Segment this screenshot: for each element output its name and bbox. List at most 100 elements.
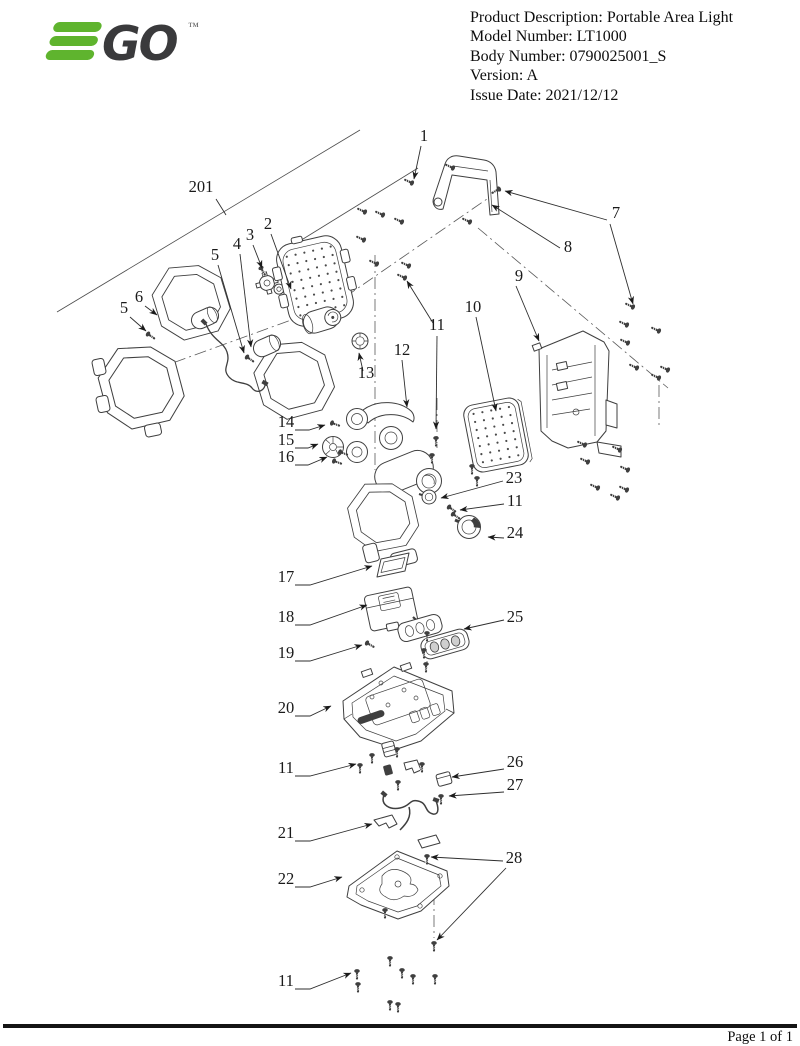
screw bbox=[373, 208, 387, 219]
pivot-assembly bbox=[346, 441, 442, 495]
callout-21: 21 bbox=[278, 823, 295, 842]
callout-leader-11 bbox=[459, 503, 505, 513]
led-panel-back bbox=[463, 397, 533, 473]
logo-e-bars bbox=[45, 22, 102, 60]
screw bbox=[363, 639, 377, 650]
callout-leader-2 bbox=[270, 233, 292, 290]
callout-10: 10 bbox=[465, 297, 482, 316]
screw bbox=[578, 455, 592, 466]
version-line: Version: A bbox=[470, 67, 538, 85]
callout-leader-11 bbox=[295, 972, 352, 990]
callout-leader-5 bbox=[129, 316, 147, 332]
callout-8: 8 bbox=[564, 237, 572, 256]
screw bbox=[144, 330, 157, 342]
callout-leader-20 bbox=[295, 705, 332, 717]
callout-leader-23 bbox=[440, 480, 504, 500]
screw bbox=[649, 324, 663, 335]
screw bbox=[394, 1001, 402, 1013]
callout-leader-19 bbox=[295, 644, 363, 662]
pivot-barrel-top bbox=[302, 306, 342, 335]
callout-9: 9 bbox=[515, 266, 523, 285]
screw bbox=[392, 215, 406, 226]
callout-leader-6 bbox=[144, 305, 158, 316]
callout-leader-11 bbox=[295, 762, 357, 777]
screw bbox=[649, 371, 663, 382]
callout-26: 26 bbox=[507, 752, 524, 771]
screw bbox=[432, 435, 440, 447]
callout-leader-9 bbox=[515, 285, 540, 342]
screw bbox=[588, 481, 602, 492]
callout-25: 25 bbox=[507, 607, 524, 626]
callout-leader-13 bbox=[357, 352, 364, 372]
screw bbox=[617, 483, 631, 494]
callout-leader-15 bbox=[295, 443, 319, 450]
callout-leader-10 bbox=[475, 316, 498, 412]
callout-27: 27 bbox=[507, 775, 524, 794]
callout-leader-7 bbox=[504, 190, 608, 221]
callout-leader-5 bbox=[217, 264, 245, 354]
logo-go-text: GO bbox=[102, 17, 178, 66]
screw bbox=[422, 661, 430, 673]
callout-leader-7 bbox=[609, 223, 634, 305]
adjust-knob bbox=[454, 515, 481, 539]
callout-19: 19 bbox=[278, 643, 295, 662]
screw bbox=[460, 215, 474, 226]
bottom-plate bbox=[346, 834, 450, 920]
screw bbox=[356, 762, 364, 774]
callout-leader-201 bbox=[215, 198, 227, 216]
product-description-line: Product Description: Portable Area Light bbox=[470, 9, 734, 26]
callout-5: 5 bbox=[120, 298, 128, 317]
carry-handle bbox=[432, 155, 500, 216]
callout-11: 11 bbox=[507, 491, 523, 510]
callout-leader-28 bbox=[436, 867, 507, 941]
screw bbox=[243, 353, 256, 365]
construction-lines bbox=[56, 129, 669, 938]
callout-leader-1 bbox=[412, 145, 422, 180]
round-cap bbox=[351, 332, 369, 350]
callout-17: 17 bbox=[278, 567, 295, 586]
callout-leader-16 bbox=[295, 456, 328, 466]
callout-leader-3 bbox=[252, 244, 263, 269]
callout-4: 4 bbox=[233, 234, 241, 253]
callout-leader-11 bbox=[406, 280, 434, 324]
screw bbox=[468, 463, 476, 475]
product-info-block: Product Description: Portable Area Light… bbox=[470, 8, 796, 105]
issue-date-line: Issue Date: 2021/12/12 bbox=[470, 86, 619, 104]
model-number-line: Model Number: LT1000 bbox=[470, 28, 627, 46]
screw bbox=[386, 999, 394, 1011]
screw bbox=[354, 233, 368, 244]
callout-13: 13 bbox=[358, 363, 375, 382]
base-housing bbox=[342, 662, 455, 750]
yoke-bracket bbox=[346, 402, 415, 450]
button-strip-inner bbox=[397, 613, 443, 643]
callout-20: 20 bbox=[278, 698, 295, 717]
bezel-frame-upper-left bbox=[146, 256, 236, 346]
callout-leader-18 bbox=[295, 604, 368, 626]
led-panel-front bbox=[271, 235, 357, 327]
screw bbox=[658, 363, 672, 374]
callout-leader-25 bbox=[463, 619, 505, 631]
button-pad bbox=[420, 628, 470, 660]
bezel-frame-middle bbox=[248, 332, 340, 425]
callout-12: 12 bbox=[394, 340, 411, 359]
screw bbox=[368, 752, 376, 764]
callout-23: 23 bbox=[506, 468, 523, 487]
callout-11: 11 bbox=[278, 971, 294, 990]
logo-tm: ™ bbox=[188, 21, 199, 33]
screw bbox=[473, 475, 481, 487]
screw bbox=[353, 968, 361, 980]
callout-16: 16 bbox=[278, 447, 295, 466]
callout-11: 11 bbox=[278, 758, 294, 777]
screw bbox=[394, 779, 402, 791]
callout-leader-22 bbox=[295, 876, 343, 888]
callout-leader-14 bbox=[295, 424, 326, 431]
callout-leader-28 bbox=[430, 854, 504, 862]
callout-15: 15 bbox=[278, 430, 295, 449]
screw bbox=[398, 967, 406, 979]
screw bbox=[608, 491, 622, 502]
callout-11: 11 bbox=[429, 315, 445, 334]
ego-logo: GO ™ bbox=[45, 17, 199, 66]
led-dots bbox=[472, 405, 520, 464]
callout-leader-4 bbox=[239, 253, 254, 348]
